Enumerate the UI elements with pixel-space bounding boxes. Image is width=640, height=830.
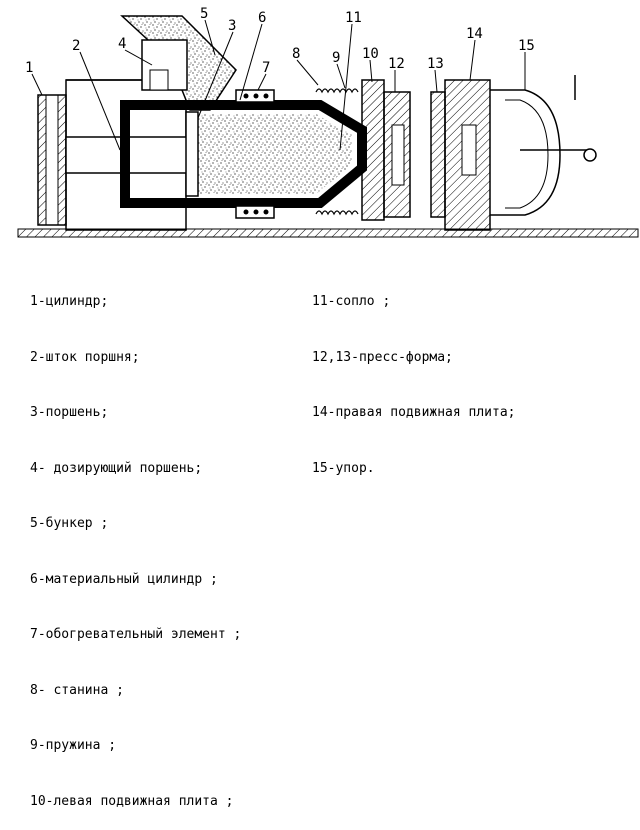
mold-half-13	[430, 91, 446, 218]
callout-13: 13	[427, 56, 444, 72]
legend-item: 1-цилиндр;	[30, 294, 109, 309]
callout-14: 14	[466, 26, 483, 42]
legend-item: 6-материальный цилиндр ;	[30, 571, 218, 587]
mold-half-12	[383, 91, 411, 218]
legend-item: 7-обогревательный элемент ;	[30, 627, 242, 642]
callouts: 1 2 3 4 5 6 7 8 9 10 11 12 13 14 15	[25, 6, 535, 151]
callout-6: 6	[258, 10, 266, 26]
callout-12: 12	[388, 56, 405, 72]
callout-5: 5	[200, 6, 208, 22]
callout-1: 1	[25, 60, 33, 76]
callout-10: 10	[362, 46, 379, 62]
legend-item: 15-упор.	[312, 460, 375, 476]
legend-left: 1-цилиндр; 2-шток поршня; 3-поршень; 4- …	[30, 256, 241, 830]
callout-9: 9	[332, 50, 340, 66]
callout-4: 4	[118, 36, 126, 52]
material-cylinder	[120, 100, 367, 208]
left-moving-plate	[361, 79, 385, 221]
callout-11: 11	[345, 10, 362, 26]
legend-item: 14-правая подвижная плита;	[312, 405, 516, 420]
callout-15: 15	[518, 38, 535, 54]
legend-item: 9-пружина ;	[30, 738, 117, 753]
legend-item: 11-сопло ;	[312, 294, 391, 309]
callout-3: 3	[228, 18, 236, 34]
legend-right: 11-сопло ; 12,13-пресс-форма; 14-правая …	[312, 256, 516, 497]
injection-molding-diagram: 1 2 3 4 5 6 7 8 9 10 11 12 13 14 15	[17, 6, 639, 238]
right-moving-plate	[444, 79, 491, 231]
callout-7: 7	[262, 60, 270, 76]
heating-element	[235, 89, 275, 219]
legend-item: 5-бункер ;	[30, 516, 109, 531]
callout-8: 8	[292, 46, 300, 62]
callout-2: 2	[72, 38, 80, 54]
base-frame	[17, 228, 639, 238]
legend-item: 4- дозирующий поршень;	[30, 460, 203, 476]
legend-item: 8- станина ;	[30, 682, 124, 698]
stop	[490, 75, 597, 216]
legend-item: 10-левая подвижная плита ;	[30, 793, 234, 809]
hopper	[120, 15, 237, 111]
legend-item: 12,13-пресс-форма;	[312, 349, 453, 365]
legend-item: 3-поршень;	[30, 405, 109, 420]
spring	[315, 88, 359, 216]
legend-item: 2-шток поршня;	[30, 349, 140, 365]
